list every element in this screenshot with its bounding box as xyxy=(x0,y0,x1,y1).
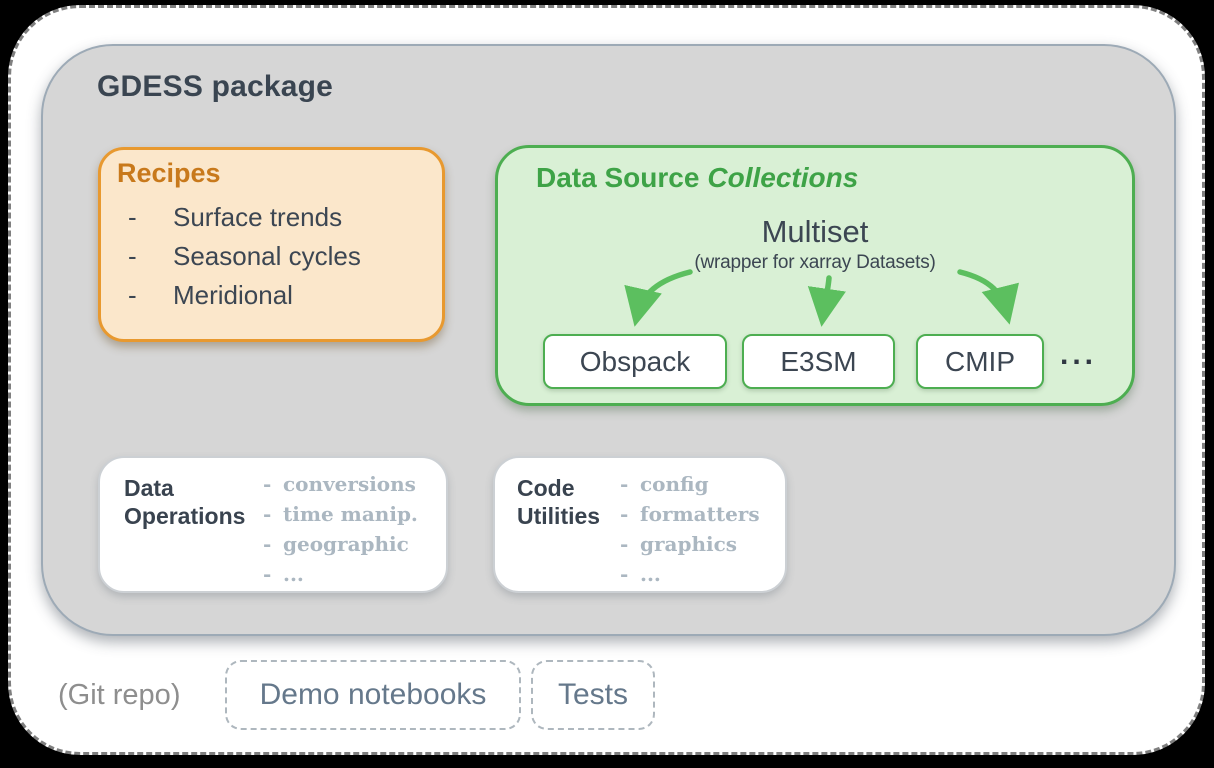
arrow-to-obspack xyxy=(624,269,693,327)
bullet-dash: - xyxy=(128,241,137,271)
bullet-dash: - xyxy=(263,562,272,586)
code-utilities-box: Code Utilities -config -formatters -grap… xyxy=(493,456,787,593)
bullet-dash: - xyxy=(263,502,272,526)
demo-notebooks-box: Demo notebooks xyxy=(225,660,521,730)
bullet-dash: - xyxy=(620,532,629,556)
bullet-dash: - xyxy=(620,472,629,496)
bullet-dash: - xyxy=(128,202,137,232)
list-item-label: time manip. xyxy=(283,502,418,526)
bullet-dash: - xyxy=(620,502,629,526)
recipe-item-label: Meridional xyxy=(173,280,293,310)
list-item-label: config xyxy=(640,472,709,496)
list-item: -conversions xyxy=(263,469,418,499)
git-repo-sheet: GDESS package Recipes - Surface trends -… xyxy=(8,5,1205,755)
gdess-package-box: GDESS package Recipes - Surface trends -… xyxy=(41,44,1176,636)
code-utilities-title: Code Utilities xyxy=(517,475,601,529)
package-title: GDESS package xyxy=(97,70,334,103)
recipes-title: Recipes xyxy=(117,158,221,188)
recipes-box: Recipes - Surface trends - Seasonal cycl… xyxy=(98,147,445,342)
title-italic: Collections xyxy=(707,162,859,193)
data-operations-title: Data Operations xyxy=(124,475,246,529)
bullet-dash: - xyxy=(128,280,137,310)
recipe-item-label: Seasonal cycles xyxy=(173,241,361,271)
tests-box: Tests xyxy=(531,660,655,730)
multiset-note: (wrapper for xarray Datasets) xyxy=(694,252,936,273)
data-operations-list: -conversions -time manip. -geographic -.… xyxy=(263,469,418,589)
multiset-arrows xyxy=(624,269,1019,327)
list-item: -geographic xyxy=(263,529,418,559)
list-item-label: ... xyxy=(640,562,661,586)
list-item-label: ... xyxy=(283,562,304,586)
list-item-label: geographic xyxy=(283,532,409,556)
list-item: -time manip. xyxy=(263,499,418,529)
source-box-e3sm: E3SM xyxy=(742,334,895,389)
list-item: -config xyxy=(620,469,760,499)
list-item: -formatters xyxy=(620,499,760,529)
list-item: -... xyxy=(620,559,760,589)
list-item-label: conversions xyxy=(283,472,416,496)
list-item-label: formatters xyxy=(640,502,760,526)
source-box-cmip: CMIP xyxy=(916,334,1044,389)
git-repo-label: (Git repo) xyxy=(58,679,181,711)
list-item: -... xyxy=(263,559,418,589)
source-box-obspack: Obspack xyxy=(543,334,727,389)
multiset-label: Multiset xyxy=(761,214,869,249)
bullet-dash: - xyxy=(263,532,272,556)
list-item-label: graphics xyxy=(640,532,738,556)
bullet-dash: - xyxy=(620,562,629,586)
title-main: Data Source xyxy=(536,162,700,193)
arrow-to-cmip xyxy=(957,269,1019,325)
list-item: -graphics xyxy=(620,529,760,559)
more-sources-ellipsis: ... xyxy=(1060,338,1098,371)
arrow-to-e3sm xyxy=(807,275,846,327)
data-operations-box: Data Operations -conversions -time manip… xyxy=(98,456,448,593)
recipe-item-label: Surface trends xyxy=(173,202,343,232)
code-utilities-list: -config -formatters -graphics -... xyxy=(620,469,760,589)
bullet-dash: - xyxy=(263,472,272,496)
